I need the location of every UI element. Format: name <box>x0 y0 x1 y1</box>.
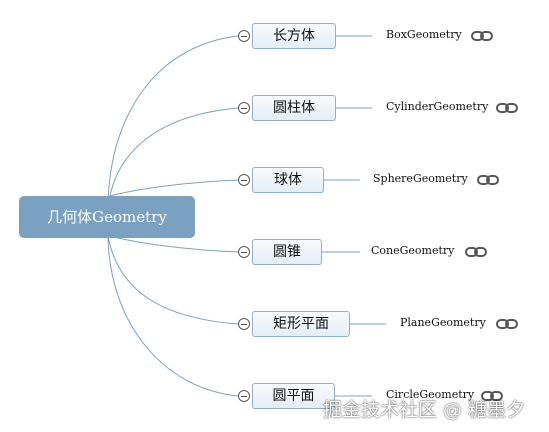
root-node[interactable]: 几何体Geometry <box>19 196 195 238</box>
child-label-circle[interactable]: CircleGeometry <box>386 388 475 401</box>
chain-link-icon[interactable] <box>465 246 487 258</box>
connector-circle <box>107 237 239 397</box>
branch-node-circle[interactable]: 圆平面 <box>252 383 335 409</box>
connector-box <box>107 35 239 206</box>
collapse-minus-icon[interactable] <box>238 246 250 258</box>
watermark-text: 掘金技术社区 @ 糖墨夕 <box>323 399 526 421</box>
branch-node-box[interactable]: 长方体 <box>252 23 336 49</box>
child-label-cylinder[interactable]: CylinderGeometry <box>386 100 489 113</box>
branch-node-sphere[interactable]: 球体 <box>252 167 324 193</box>
child-label-plane[interactable]: PlaneGeometry <box>400 316 486 329</box>
branch-node-cone[interactable]: 圆锥 <box>252 239 322 265</box>
collapse-minus-icon[interactable] <box>238 30 250 42</box>
child-label-cone[interactable]: ConeGeometry <box>371 244 455 257</box>
branch-node-plane[interactable]: 矩形平面 <box>252 311 350 337</box>
chain-link-icon[interactable] <box>496 318 518 330</box>
branch-node-cylinder[interactable]: 圆柱体 <box>252 95 336 121</box>
connector-plane <box>107 235 239 325</box>
collapse-minus-icon[interactable] <box>238 174 250 186</box>
connector-cylinder <box>107 107 239 208</box>
child-label-sphere[interactable]: SphereGeometry <box>373 172 468 185</box>
collapse-minus-icon[interactable] <box>238 390 250 402</box>
connector-cone <box>109 235 239 253</box>
chain-link-icon[interactable] <box>477 174 499 186</box>
child-label-box[interactable]: BoxGeometry <box>386 28 462 41</box>
chain-link-icon[interactable] <box>496 102 518 114</box>
connector-sphere <box>109 179 239 197</box>
chain-link-icon[interactable] <box>471 30 493 42</box>
collapse-minus-icon[interactable] <box>238 102 250 114</box>
collapse-minus-icon[interactable] <box>238 318 250 330</box>
chain-link-icon[interactable] <box>481 390 503 402</box>
